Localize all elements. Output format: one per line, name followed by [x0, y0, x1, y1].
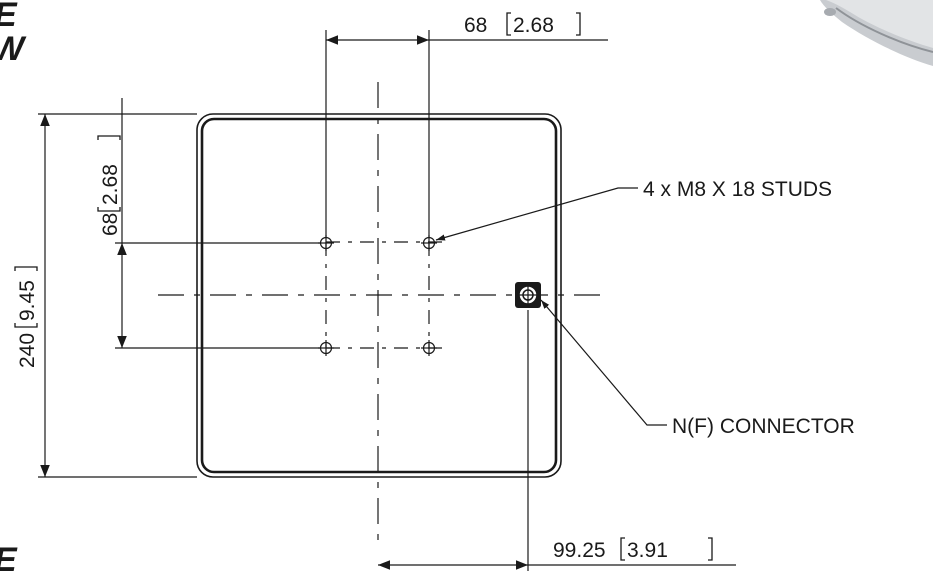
- dim-stud-horizontal-mm: 68: [464, 14, 487, 37]
- dim-overall-height: 240 9.45: [14, 113, 197, 478]
- title-fragment-top-1: E: [0, 0, 18, 34]
- dim-connector-offset: 99.25 3.91: [378, 310, 736, 571]
- callout-connector: N(F) CONNECTOR: [540, 299, 855, 438]
- dim-stud-vertical-mm: 68: [99, 213, 122, 236]
- title-fragment-bottom: E: [0, 541, 18, 571]
- dim-stud-horizontal-inch: 2.68: [513, 14, 554, 37]
- callout-connector-label: N(F) CONNECTOR: [672, 415, 855, 438]
- dim-connector-offset-inch: 3.91: [627, 539, 668, 562]
- n-connector: [515, 282, 541, 308]
- callout-studs: 4 x M8 X 18 STUDS: [435, 178, 832, 241]
- dim-stud-horizontal: 68 2.68: [325, 12, 608, 238]
- dim-overall-height-mm: 240: [16, 333, 39, 368]
- stud: [318, 340, 334, 356]
- callout-studs-label: 4 x M8 X 18 STUDS: [643, 178, 832, 201]
- dim-stud-vertical: 68 2.68: [97, 98, 320, 349]
- title-fragment-top-2: W: [0, 30, 27, 68]
- product-corner-image: [820, 0, 933, 66]
- stud: [421, 340, 437, 356]
- dim-connector-offset-mm: 99.25: [553, 539, 606, 562]
- dim-stud-vertical-inch: 2.68: [99, 164, 122, 205]
- dim-overall-height-inch: 9.45: [16, 280, 39, 321]
